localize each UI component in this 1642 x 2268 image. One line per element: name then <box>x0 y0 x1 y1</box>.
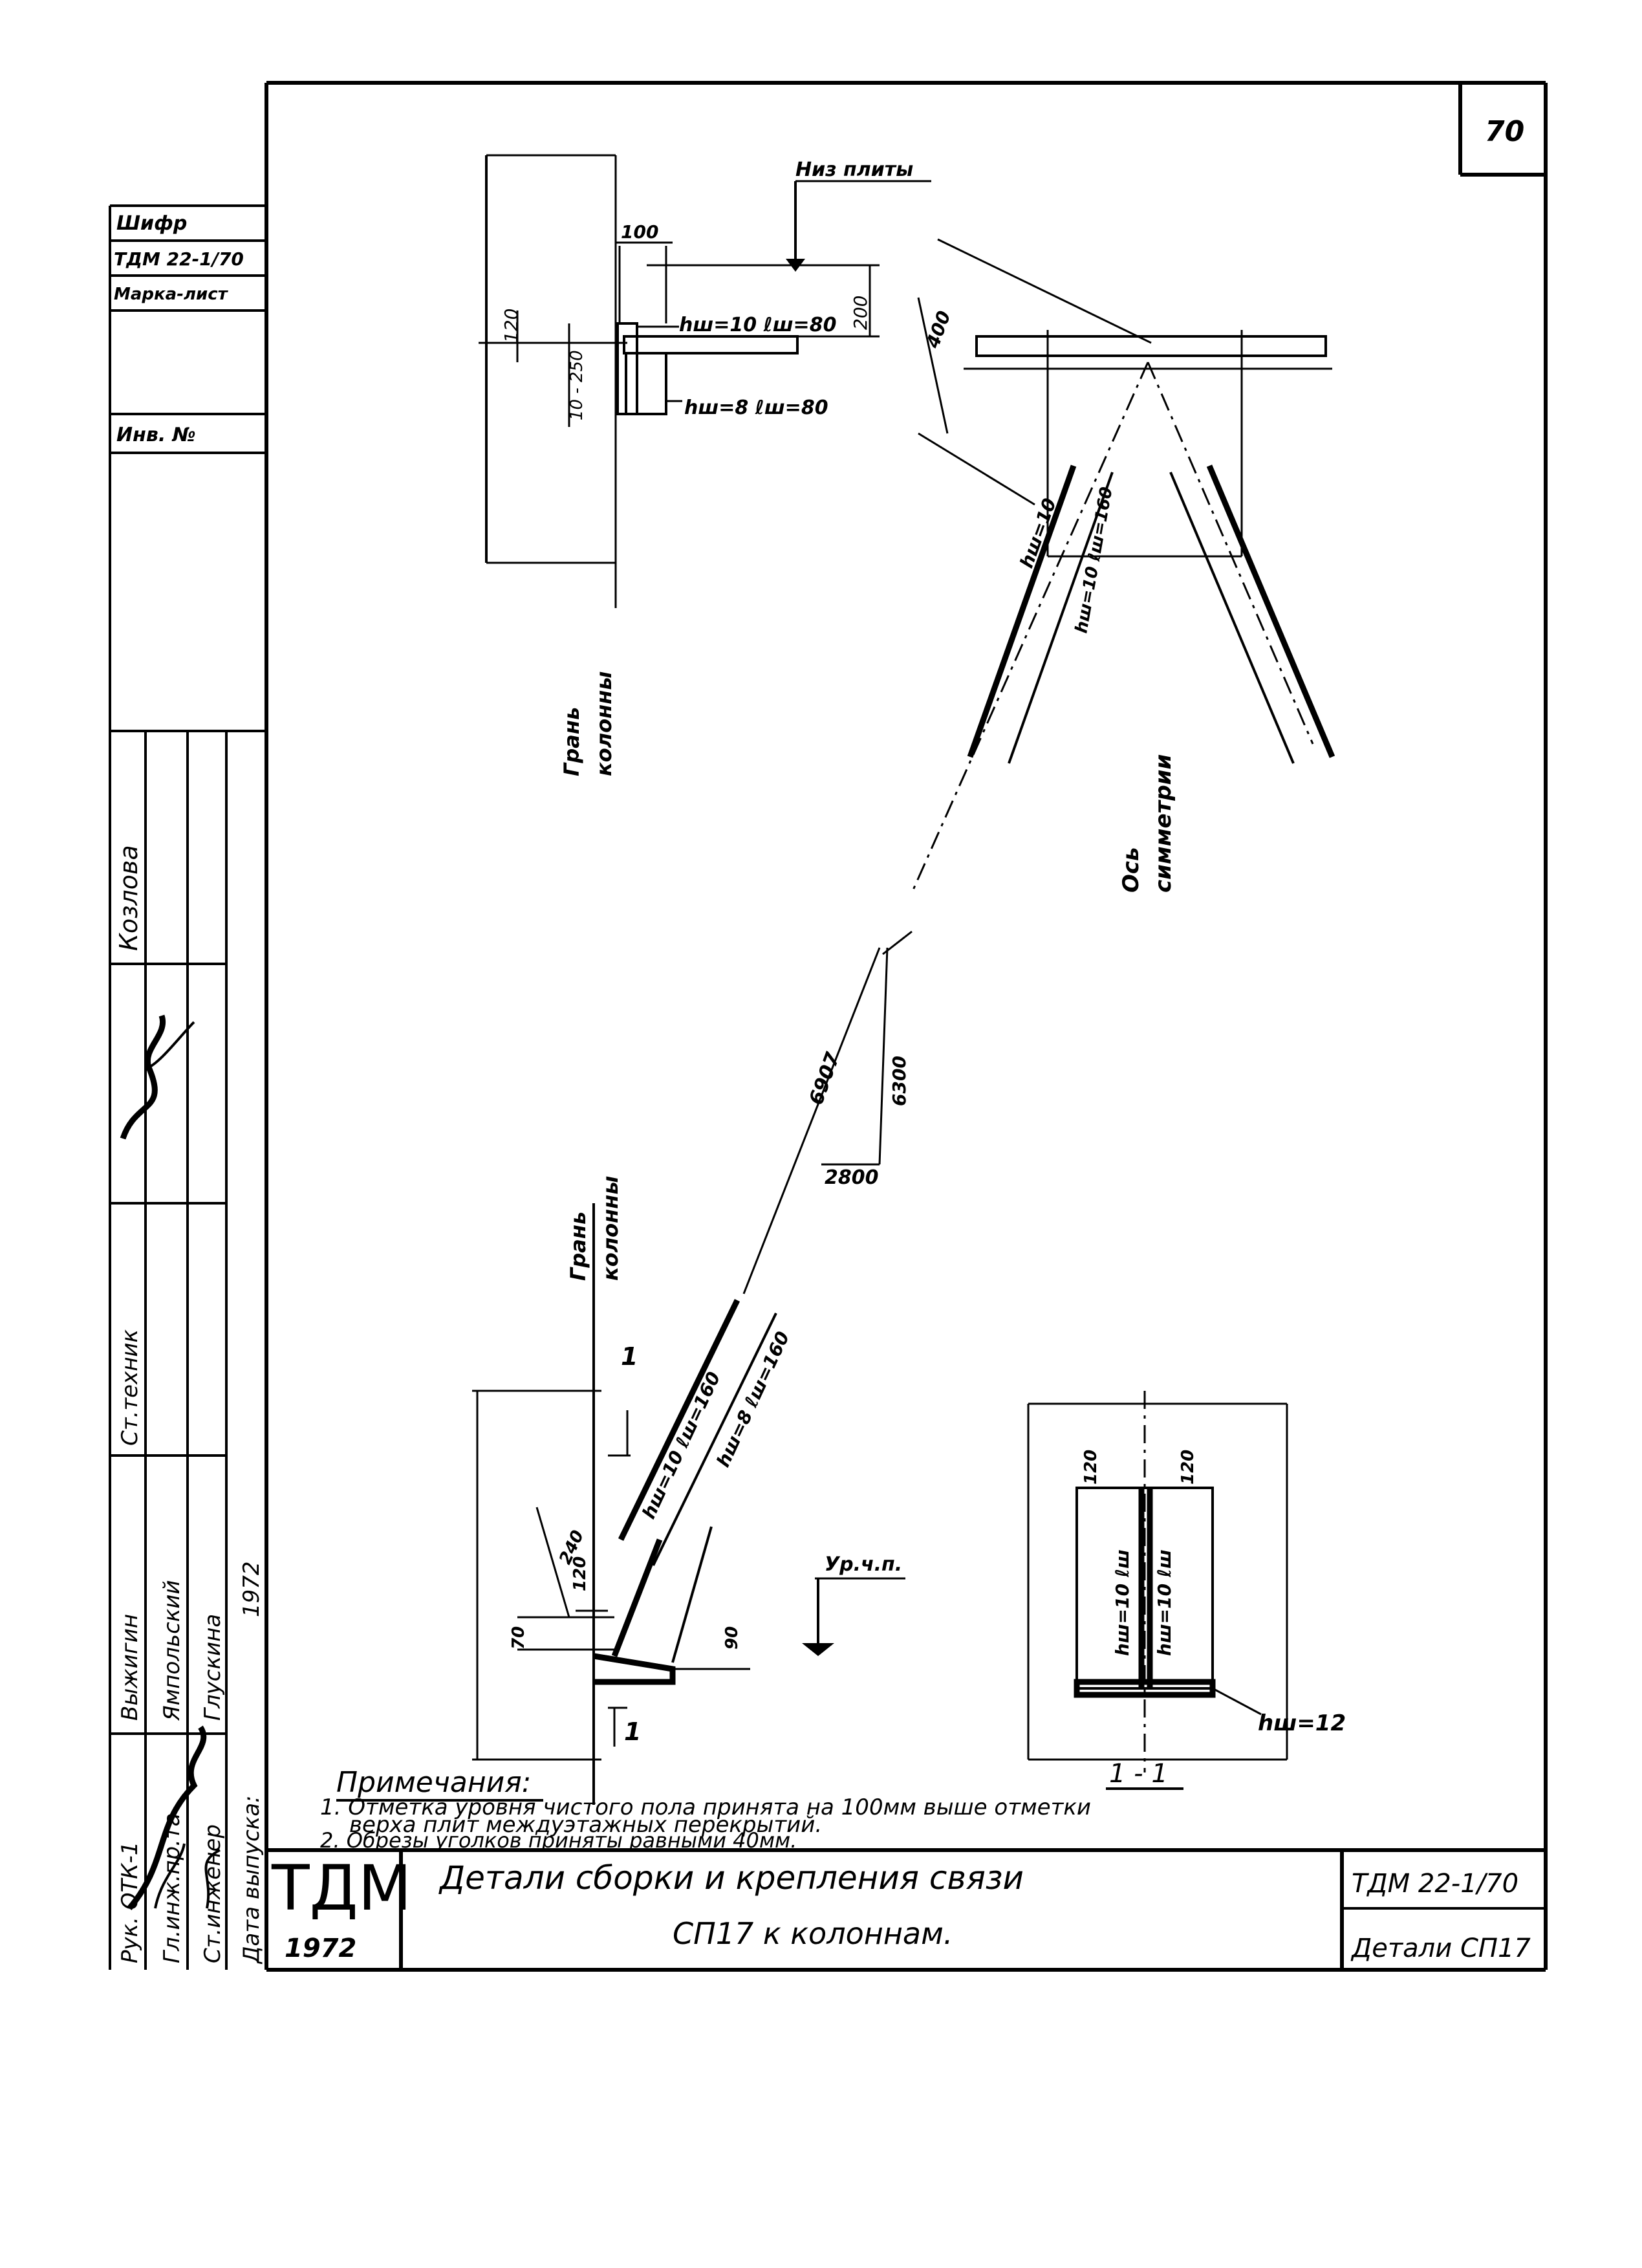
drawing-4-section <box>1027 1391 1288 1790</box>
d1-dim-100: 100 <box>621 221 658 243</box>
staff-role-4: Дата выпуска: <box>239 1795 265 1965</box>
d2-weld-mid: hш=10 ℓш=160 <box>1072 485 1116 635</box>
d3-dim-90: 90 <box>722 1626 742 1650</box>
staff-name-3: Глускина <box>200 1614 226 1721</box>
d4-section-title: 1 - 1 <box>1109 1759 1168 1789</box>
sheet-frame <box>265 81 1548 1972</box>
d1-dim-range: 10 - 250 <box>567 350 587 420</box>
d3-floor-level: Ур.ч.п. <box>825 1553 902 1576</box>
staff-name-2: Ямпольский <box>159 1580 185 1722</box>
drawing-3-base-node <box>472 930 913 1805</box>
signatures <box>120 1014 221 1910</box>
title-code: ТДМ 22-1/70 <box>1352 1869 1518 1899</box>
d2-dim-400: 400 <box>922 308 955 351</box>
staff-role-3: Ст.инженер <box>200 1824 226 1963</box>
tdm-logo: ТДМ <box>271 1852 411 1925</box>
staff-name-4: 1972 <box>239 1561 265 1617</box>
d3-face-line2: колонны <box>598 1176 623 1281</box>
staff-roles: Рук. ОТК-1 Гл.инж.пр.та Ст.инженер Дата … <box>114 845 265 1965</box>
drawing-2-gusset <box>911 238 1335 893</box>
d4-weld-right: hш=10 ℓш <box>1154 1549 1175 1656</box>
sheet-number: 70 <box>1485 115 1524 148</box>
notes-title: Примечания: <box>336 1766 532 1799</box>
stamp-inv-label: Инв. № <box>116 424 196 446</box>
d3-dim-70: 70 <box>509 1626 528 1650</box>
staff-tech-name: Козлова <box>114 845 143 951</box>
d2-weld-left: hш=10 <box>1016 496 1061 571</box>
d3-section-mark-bottom: 1 <box>624 1717 641 1746</box>
staff-tech-label: Ст.техник <box>117 1329 143 1446</box>
left-stamp-frame <box>109 204 266 1970</box>
d3-dim-6300: 6300 <box>889 1056 910 1106</box>
d3-face-line1: Грань <box>566 1212 590 1281</box>
drawing-1-plate-node <box>479 154 931 608</box>
d1-dim-200: 200 <box>850 296 871 330</box>
staff-role-1: Рук. ОТК-1 <box>117 1842 143 1963</box>
d2-axis-line1: Ось <box>1118 847 1144 893</box>
staff-name-1: Выжигин <box>117 1614 143 1721</box>
d3-dim-6907: 6907 <box>805 1049 845 1108</box>
d1-dim-120: 120 <box>501 309 522 343</box>
note-2: 2. Обрезы уголков приняты равными 40мм. <box>320 1828 797 1853</box>
d1-weld-upper: hш=10 ℓш=80 <box>679 314 836 336</box>
d1-face-line2: колонны <box>592 671 616 776</box>
stamp-marka-label: Марка-лист <box>114 285 229 304</box>
stamp-shifr-value: ТДМ 22-1/70 <box>114 248 244 270</box>
title-block-frame <box>266 1848 1546 1970</box>
d1-label-top: Низ плиты <box>795 158 913 181</box>
title-year: 1972 <box>285 1934 356 1963</box>
d3-dim-2800: 2800 <box>825 1166 879 1189</box>
stamp-shifr-label: Шифр <box>116 212 187 235</box>
d4-weld-bottom: hш=12 <box>1258 1710 1346 1736</box>
title-line-1: Детали сборки и крепления связи <box>438 1859 1024 1897</box>
d3-dim-120: 120 <box>570 1556 590 1591</box>
notes: Примечания: 1. Отметка уровня чистого по… <box>320 1766 1091 1838</box>
title-line-2: СП17 к колоннам. <box>673 1916 953 1951</box>
note-1a: 1. Отметка уровня чистого пола принята н… <box>320 1794 1091 1820</box>
d2-axis-line2: симметрии <box>1150 754 1176 893</box>
d3-weld-b: hш=8 ℓш=160 <box>712 1328 794 1470</box>
d3-section-mark-top: 1 <box>621 1342 638 1371</box>
note-1b: верха плит междуэтажных перекрытий. <box>349 1812 822 1838</box>
d1-weld-lower: hш=8 ℓш=80 <box>684 397 828 419</box>
title-sheet-name: Детали СП17 <box>1350 1934 1531 1963</box>
d1-face-line1: Грань <box>559 707 584 776</box>
d4-weld-left: hш=10 ℓш <box>1112 1549 1133 1656</box>
d4-dim-120b: 120 <box>1178 1450 1198 1485</box>
d4-dim-120a: 120 <box>1081 1450 1101 1485</box>
